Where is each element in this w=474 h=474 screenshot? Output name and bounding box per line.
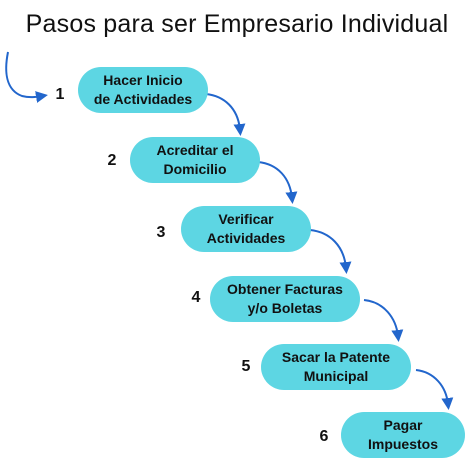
step-box-6: Pagar Impuestos (341, 412, 465, 458)
arrow-4-to-5 (363, 299, 404, 342)
arrow-2-to-3 (257, 161, 298, 204)
step-number-6: 6 (319, 428, 329, 445)
step-label-1: Hacer Inicio de Actividades (93, 72, 193, 107)
step-number-4: 4 (191, 289, 201, 306)
step-label-2: Acreditar el Domicilio (156, 142, 234, 177)
step-box-2: Acreditar el Domicilio (130, 137, 260, 183)
step-label-4: Obtener Facturas y/o Boletas (227, 281, 343, 316)
step-number-2: 2 (107, 152, 117, 169)
step-number-3: 3 (156, 224, 166, 241)
step-label-6: Pagar Impuestos (367, 417, 438, 452)
intro-curved-arrow (5, 51, 48, 103)
step-label-5: Sacar la Patente Municipal (281, 349, 391, 384)
step-box-4: Obtener Facturas y/o Boletas (210, 276, 360, 322)
step-number-1: 1 (55, 86, 65, 103)
step-label-3: Verificar Actividades (206, 211, 286, 246)
step-box-5: Sacar la Patente Municipal (261, 344, 411, 390)
step-box-1: Hacer Inicio de Actividades (78, 67, 208, 113)
arrow-1-to-2 (205, 93, 246, 136)
step-box-3: Verificar Actividades (181, 206, 311, 252)
diagram-title: Pasos para ser Empresario Individual (25, 10, 449, 38)
arrow-3-to-4 (309, 229, 352, 274)
step-number-5: 5 (241, 358, 251, 375)
arrow-5-to-6 (415, 369, 454, 410)
